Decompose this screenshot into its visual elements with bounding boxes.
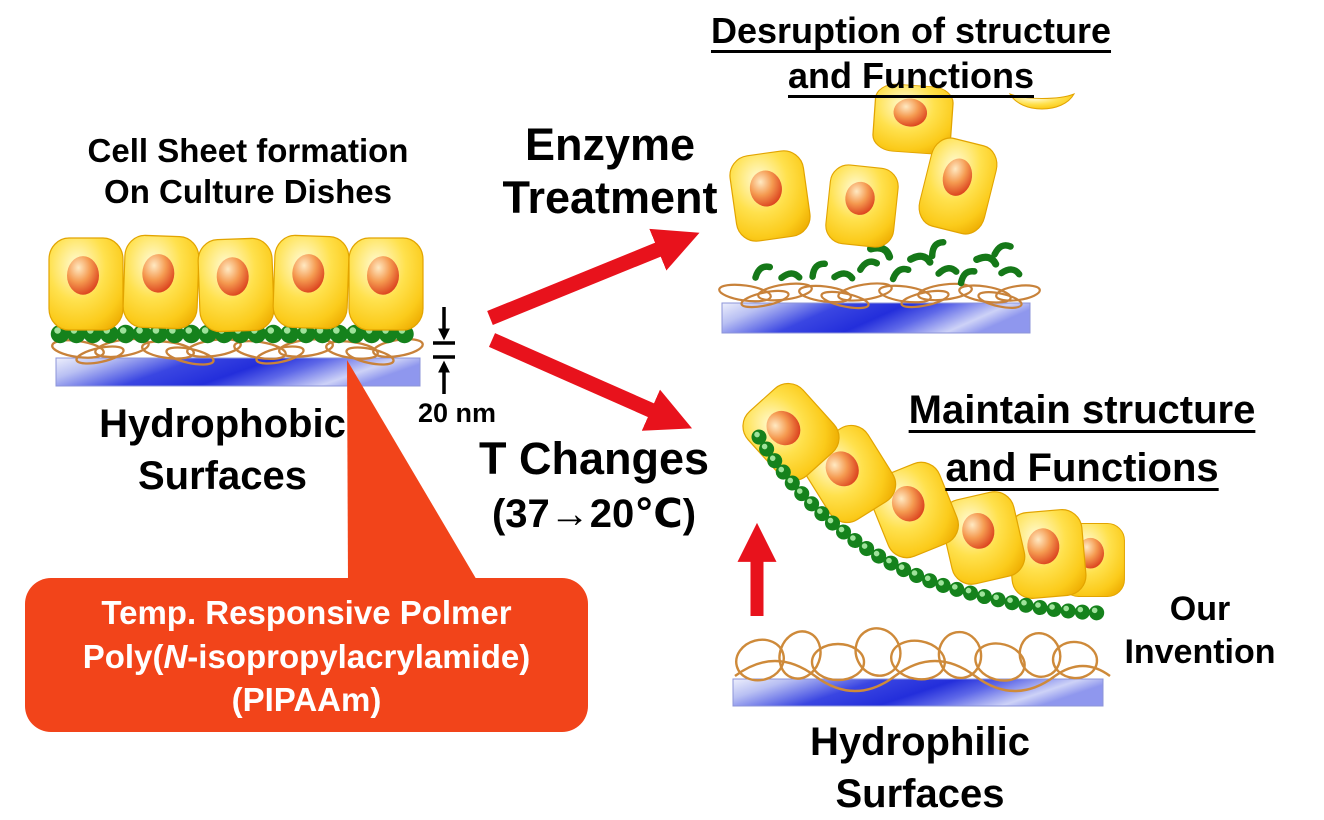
cell-sheet-title: Cell Sheet formation On Culture Dishes: [48, 131, 448, 212]
callout-line2-italic-n: N: [163, 637, 188, 675]
cell-row-icon: [48, 234, 424, 333]
callout-line2-prefix: Poly(: [82, 637, 164, 675]
enzyme-treatment-label: Enzyme Treatment: [460, 118, 760, 224]
thickness-measure-icon: [433, 307, 455, 394]
hydrophobic-line2: Surfaces: [138, 454, 307, 498]
our-invention-line1: Our: [1169, 590, 1231, 628]
our-invention-label: Our Invention: [1090, 588, 1310, 674]
callout-pointer-icon: [347, 360, 478, 582]
hydrophilic-line1: Hydrophilic: [809, 720, 1031, 764]
callout-line3: (PIPAAm): [231, 681, 382, 719]
hydrophilic-line2: Surfaces: [835, 772, 1005, 816]
temperature-arrow-icon: [488, 333, 693, 431]
hydrophilic-surfaces-label: Hydrophilic Surfaces: [770, 716, 1070, 820]
disrupted-cells-illustration: [718, 82, 1076, 334]
substrate-icon: [721, 302, 1031, 334]
callout-line2-suffix: -isopropylacrylamide): [187, 637, 531, 675]
polymer-layer-icon: [718, 282, 1041, 310]
enzyme-treatment-line2: Treatment: [502, 172, 718, 224]
our-invention-line2: Invention: [1124, 633, 1276, 672]
disruption-outcome-line2: and Functions: [788, 55, 1034, 96]
temperature-change-line2: (37→20℃): [491, 492, 697, 537]
enzyme-arrow-icon: [487, 228, 700, 325]
hydrophobic-line1: Hydrophobic: [99, 402, 346, 446]
callout-line1: Temp. Responsive Polmer: [101, 594, 512, 631]
cell-sheet-title-line2: On Culture Dishes: [104, 172, 392, 210]
floating-cells-icon: [726, 82, 1076, 250]
substrate-icon: [732, 678, 1104, 707]
pipaam-callout-box: Temp. Responsive Polmer Poly(N-isopropyl…: [25, 578, 588, 732]
thickness-value-label: 20 nm: [418, 398, 497, 428]
hydrophobic-surfaces-label: Hydrophobic Surfaces: [40, 398, 405, 502]
bead-arc-icon: [751, 429, 1110, 621]
maintain-outcome-line2: and Functions: [945, 446, 1219, 490]
detached-membrane-beans-icon: [753, 240, 1020, 283]
maintain-outcome-title: Maintain structure and Functions: [832, 381, 1324, 497]
temperature-change-line1: T Changes: [478, 433, 710, 484]
cell-sheet-on-dish-illustration: [48, 234, 455, 394]
maintain-outcome-line1: Maintain structure: [908, 388, 1256, 432]
disruption-outcome-title: Desruption of structure and Functions: [656, 8, 1166, 98]
temperature-change-label: T Changes (37→20℃): [434, 432, 754, 538]
cell-sheet-title-line1: Cell Sheet formation: [87, 132, 409, 169]
disruption-outcome-line1: Desruption of structure: [710, 10, 1112, 51]
hydrated-polymer-coils-icon: [734, 627, 1111, 693]
enzyme-treatment-line1: Enzyme: [524, 119, 696, 170]
detached-cell-sheet-illustration: [732, 374, 1125, 707]
